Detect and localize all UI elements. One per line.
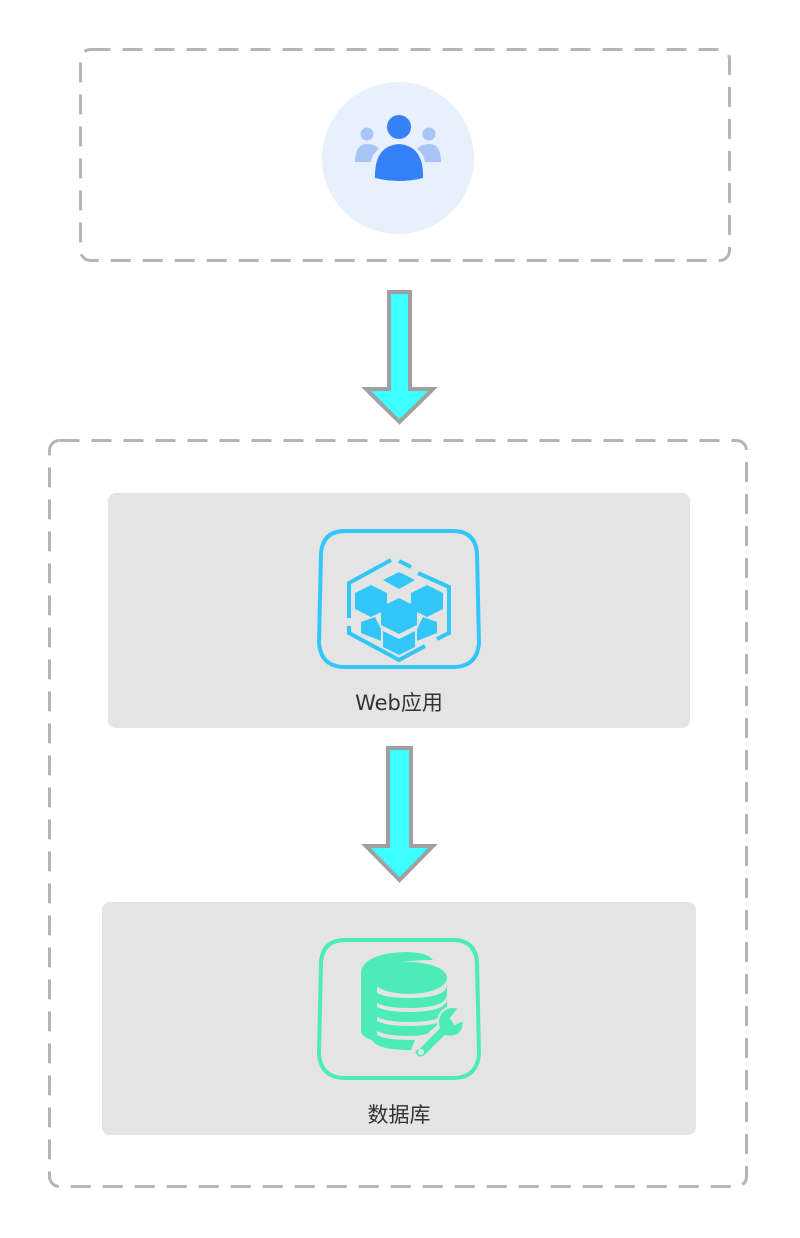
database-wrench-icon (316, 938, 482, 1080)
application-group-boundary (48, 439, 748, 1188)
arrow-users-to-web-app (361, 290, 438, 425)
users-icon (355, 115, 441, 181)
web-app-cube-icon (316, 529, 482, 669)
users-node[interactable] (322, 82, 474, 234)
users-group-boundary (79, 48, 731, 262)
web-app-label: Web应用 (355, 691, 443, 715)
arrow-web-app-to-database (361, 746, 438, 883)
application-group-dashed-border (48, 439, 748, 1188)
web-app-node[interactable]: Web应用 (108, 493, 690, 728)
database-node[interactable]: 数据库 (102, 902, 696, 1135)
database-label: 数据库 (367, 1103, 431, 1127)
users-group-dashed-border (79, 48, 731, 262)
